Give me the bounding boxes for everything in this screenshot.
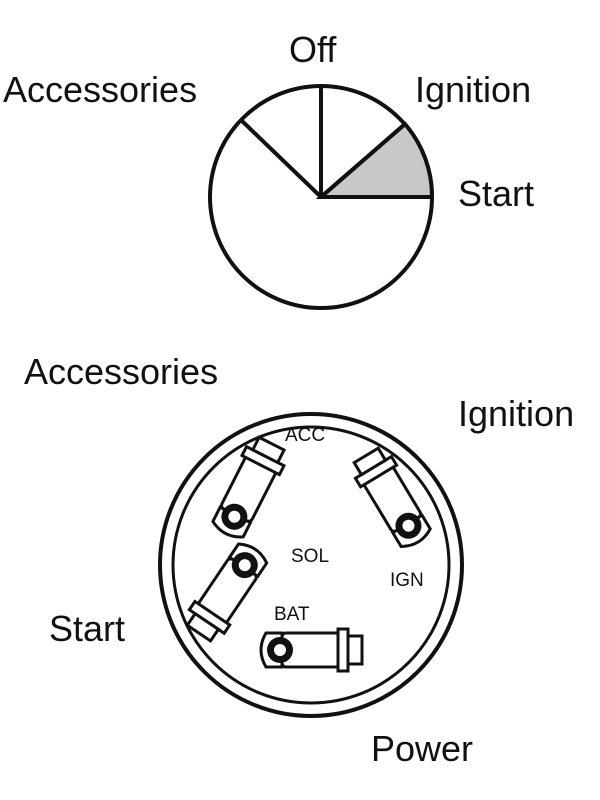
dial-line-ignition [319,122,407,199]
terminal-label-bat: BAT [274,604,310,625]
acc-terminal [211,435,287,539]
terminal-label-sol: SOL [291,546,330,567]
dial-label-start: Start [458,173,535,214]
ign-terminal [352,446,432,548]
switch-label-accessories: Accessories [24,351,219,392]
terminal-label-ign: IGN [390,570,424,591]
dial-label-accessories: Accessories [3,69,198,110]
sol-terminal [185,542,269,644]
bat-terminal [259,627,364,673]
start-sector [315,121,435,199]
dial-label-off: Off [289,29,337,70]
switch-label-power: Power [371,728,474,769]
switch-label-start: Start [49,608,126,649]
dial-label-ignition: Ignition [415,69,532,110]
dial-line-accessories [239,118,323,199]
terminal-label-acc: ACC [285,425,326,446]
switch-label-ignition: Ignition [458,393,575,434]
key-position-dial [208,84,435,310]
